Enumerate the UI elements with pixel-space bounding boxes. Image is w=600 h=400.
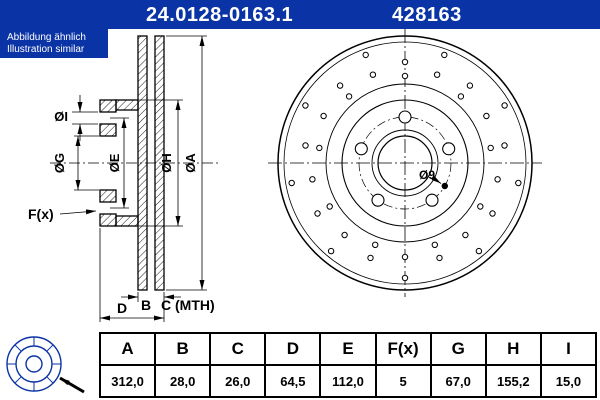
col-header-h: H <box>484 332 542 366</box>
col-header-fx: F(x) <box>374 332 432 366</box>
part-number: 24.0128-0163.1 <box>146 4 294 26</box>
dim-label-diameter-i: ØI <box>54 109 68 124</box>
mounting-flange-segment <box>99 189 117 203</box>
center-bore-circle <box>377 135 433 191</box>
hub-step-circle <box>371 129 439 197</box>
dim-label-diameter-e: ØE <box>107 153 122 172</box>
value-i: 15,0 <box>539 364 598 398</box>
value-h: 155,2 <box>484 364 542 398</box>
note-box: Abbildung ähnlich Illustration similar <box>0 29 108 58</box>
wheel-bolt-holes <box>354 110 456 207</box>
order-number: 428163 <box>392 4 462 26</box>
value-a: 312,0 <box>98 364 157 398</box>
hat-wall-top <box>115 99 139 111</box>
drill-leader-line <box>431 175 442 184</box>
front-view: Ø9 <box>268 29 542 297</box>
col-header-a: A <box>98 332 157 366</box>
outer-diameter-circle <box>277 35 533 291</box>
mounting-flange-segment <box>99 123 117 137</box>
col-header-d: D <box>264 332 322 366</box>
value-g: 67,0 <box>429 364 487 398</box>
friction-plate-inboard <box>154 35 165 291</box>
value-c: 26,0 <box>209 364 267 398</box>
value-e: 112,0 <box>319 364 377 398</box>
drilled-holes-pattern <box>288 51 522 282</box>
col-header-i: I <box>539 332 598 366</box>
dim-label-c-mth: C (MTH) <box>161 297 215 313</box>
brake-disc-icon <box>6 336 85 394</box>
value-fx: 5 <box>374 364 432 398</box>
note-line-english: Illustration similar <box>7 44 85 55</box>
dim-label-d: D <box>117 300 127 316</box>
friction-plate-outboard <box>137 35 148 291</box>
col-header-g: G <box>429 332 487 366</box>
arrow-pointer-icon <box>59 376 85 394</box>
col-header-c: C <box>209 332 267 366</box>
disc-section-solids <box>99 35 165 291</box>
value-b: 28,0 <box>154 364 212 398</box>
value-d: 64,5 <box>264 364 322 398</box>
drill-diameter-label: Ø9 <box>419 168 435 182</box>
dimension-lines <box>59 35 207 322</box>
dim-label-b: B <box>141 297 151 313</box>
hat-wall-bottom <box>115 215 139 227</box>
mounting-flange-segment <box>99 99 117 113</box>
dim-label-fx: F(x) <box>28 206 54 222</box>
col-header-b: B <box>154 332 212 366</box>
friction-band-inner-circle <box>325 83 485 243</box>
cross-section-view: ØI ØG ØE ØH ØA F(x) B C (MTH) D <box>28 35 218 322</box>
table-header-row: A B C D E F(x) G H I <box>98 332 598 366</box>
set-screw-hole <box>441 182 448 190</box>
hat-diameter-circle <box>341 99 469 227</box>
header-bar: 24.0128-0163.1 428163 <box>0 0 600 29</box>
mounting-flange-segment <box>99 213 117 227</box>
note-line-german: Abbildung ähnlich <box>7 32 86 43</box>
dim-label-diameter-a: ØA <box>183 153 198 173</box>
dim-label-diameter-g: ØG <box>52 153 67 173</box>
dimension-table: A B C D E F(x) G H I 312,0 28,0 26,0 64,… <box>98 332 598 398</box>
table-value-row: 312,0 28,0 26,0 64,5 112,0 5 67,0 155,2 … <box>98 364 598 398</box>
outer-chamfer-circle <box>283 41 527 285</box>
dim-label-diameter-h: ØH <box>159 153 174 173</box>
col-header-e: E <box>319 332 377 366</box>
